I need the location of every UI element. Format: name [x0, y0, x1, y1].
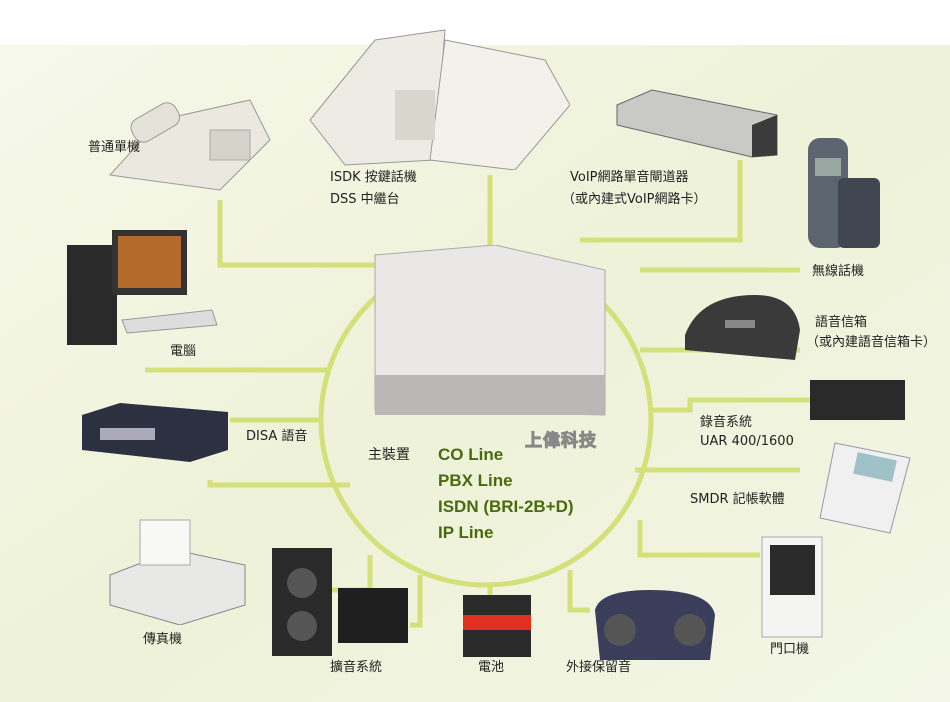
- line-pbx: PBX Line: [438, 471, 513, 490]
- boombox-image: [595, 590, 715, 660]
- dss-label: DSS 中繼台: [330, 192, 400, 207]
- voicemail-image: [685, 295, 800, 360]
- pc-label: 電腦: [170, 344, 197, 359]
- disa-label: DISA 語音: [246, 429, 308, 444]
- main-unit-image: [374, 245, 606, 416]
- voicemail-label: 語音信箱: [815, 315, 868, 330]
- voip-label: VoIP網路單音閘道器: [570, 170, 689, 185]
- speaker-system-image: [272, 548, 408, 656]
- voicemail-sublabel: （或內建語音信箱卡）: [806, 335, 937, 350]
- computer-image: [67, 230, 218, 345]
- line-isdn: ISDN (BRI-2B+D): [438, 497, 574, 516]
- cordless-phone-image: [808, 138, 880, 248]
- isdk-label: ISDK 按鍵話機: [330, 170, 417, 185]
- basic-phone-image: [108, 99, 271, 191]
- fax-image: [109, 519, 246, 625]
- disa-image: [82, 403, 228, 462]
- fax-label: 傳真機: [143, 632, 183, 647]
- main-unit-lines: CO Line PBX Line ISDN (BRI-2B+D) IP Line: [438, 442, 574, 546]
- smdr-device-image: [819, 442, 911, 534]
- line-co: CO Line: [438, 445, 504, 464]
- cordless-label: 無線話機: [812, 264, 865, 279]
- recorder-image: [810, 380, 905, 420]
- isdk-phone-image: [309, 29, 570, 170]
- smdr-label: SMDR 記帳軟體: [690, 492, 785, 507]
- basic-phone-label: 普通單機: [88, 140, 141, 155]
- voip-gateway-image: [616, 89, 778, 158]
- moh-label: 外接保留音: [566, 660, 632, 675]
- line-ip: IP Line: [438, 523, 494, 542]
- pa-label: 擴音系統: [330, 660, 383, 675]
- door-phone-label: 門口機: [770, 642, 810, 657]
- battery-image: [463, 595, 531, 657]
- recorder-label: 錄音系統: [700, 415, 753, 430]
- battery-label: 電池: [478, 660, 505, 675]
- watermark: 上偉科技: [525, 431, 597, 452]
- door-phone-image: [761, 536, 823, 638]
- voip-sublabel: （或內建式VoIP網路卡）: [562, 192, 707, 207]
- recorder-model: UAR 400/1600: [700, 434, 794, 449]
- main-unit-label: 主裝置: [368, 447, 410, 463]
